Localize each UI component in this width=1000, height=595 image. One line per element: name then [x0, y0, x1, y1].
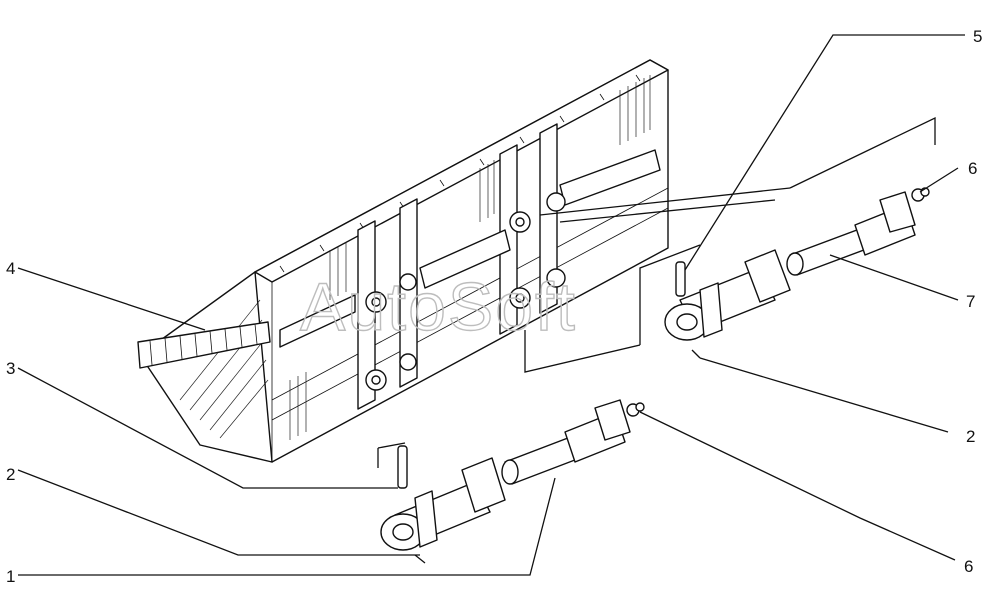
callout-3: 3	[6, 359, 15, 378]
callout-7: 7	[966, 292, 975, 311]
callout-4: 4	[6, 259, 15, 278]
leader-lines	[17, 34, 965, 576]
callout-2-right: 2	[966, 427, 975, 446]
blade-assembly	[137, 59, 669, 463]
callout-1: 1	[6, 567, 15, 586]
callout-2-left: 2	[6, 465, 15, 484]
callout-5: 5	[973, 27, 982, 46]
watermark-text: AutoSoft	[300, 269, 577, 345]
callout-labels: 5 6 4 7 3 2 2 1 6	[6, 27, 982, 586]
callout-6-upper: 6	[968, 159, 977, 178]
callout-6-lower: 6	[964, 557, 973, 576]
lower-cylinder-assembly	[377, 399, 645, 564]
